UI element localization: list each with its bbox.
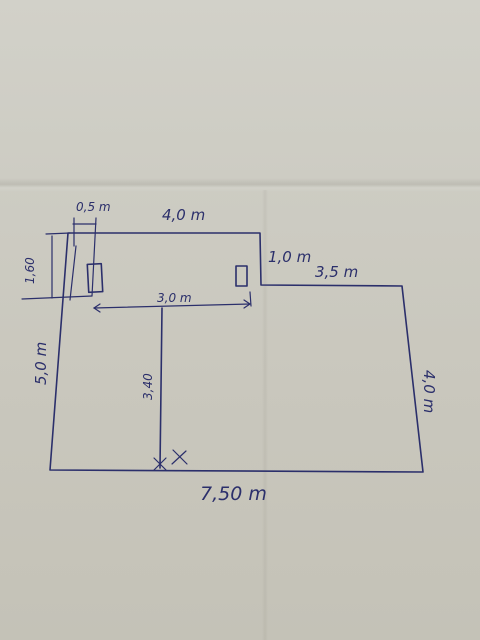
dim-small-offset-label: 0,5 m <box>76 200 111 214</box>
dim-small-height-label: 1,60 <box>23 257 37 284</box>
inner-partition-line <box>159 307 163 469</box>
dim-bottom-label: 7,50 m <box>200 483 267 505</box>
height-160-bottom-ext <box>21 295 93 300</box>
small-offset-tick-right <box>91 217 97 297</box>
inner-left-line <box>69 245 77 301</box>
right-window-symbol <box>235 265 248 287</box>
inner-width-dim-line <box>93 303 251 309</box>
dim-step-label: 1,0 m <box>268 248 311 266</box>
inner-width-arrow-left <box>92 303 101 313</box>
mark-x-1 <box>153 457 167 471</box>
plan-outline <box>49 232 424 473</box>
dim-right-label: 4,0 m <box>420 370 438 413</box>
mark-x-2 <box>171 449 188 465</box>
inner-width-arrow-right <box>243 299 252 309</box>
dim-inner-height-label: 3,40 <box>141 373 155 400</box>
dim-step-top-label: 3,5 m <box>315 263 358 281</box>
dim-left-label: 5,0 m <box>32 342 50 385</box>
dim-top-label: 4,0 m <box>162 206 205 224</box>
top-extension-line <box>45 232 71 235</box>
paper-fold <box>0 178 480 192</box>
inner-width-tick-right <box>249 291 252 307</box>
left-window-symbol <box>86 262 104 294</box>
dim-inner-width-label: 3,0 m <box>157 291 192 305</box>
paper-crease <box>262 190 268 640</box>
